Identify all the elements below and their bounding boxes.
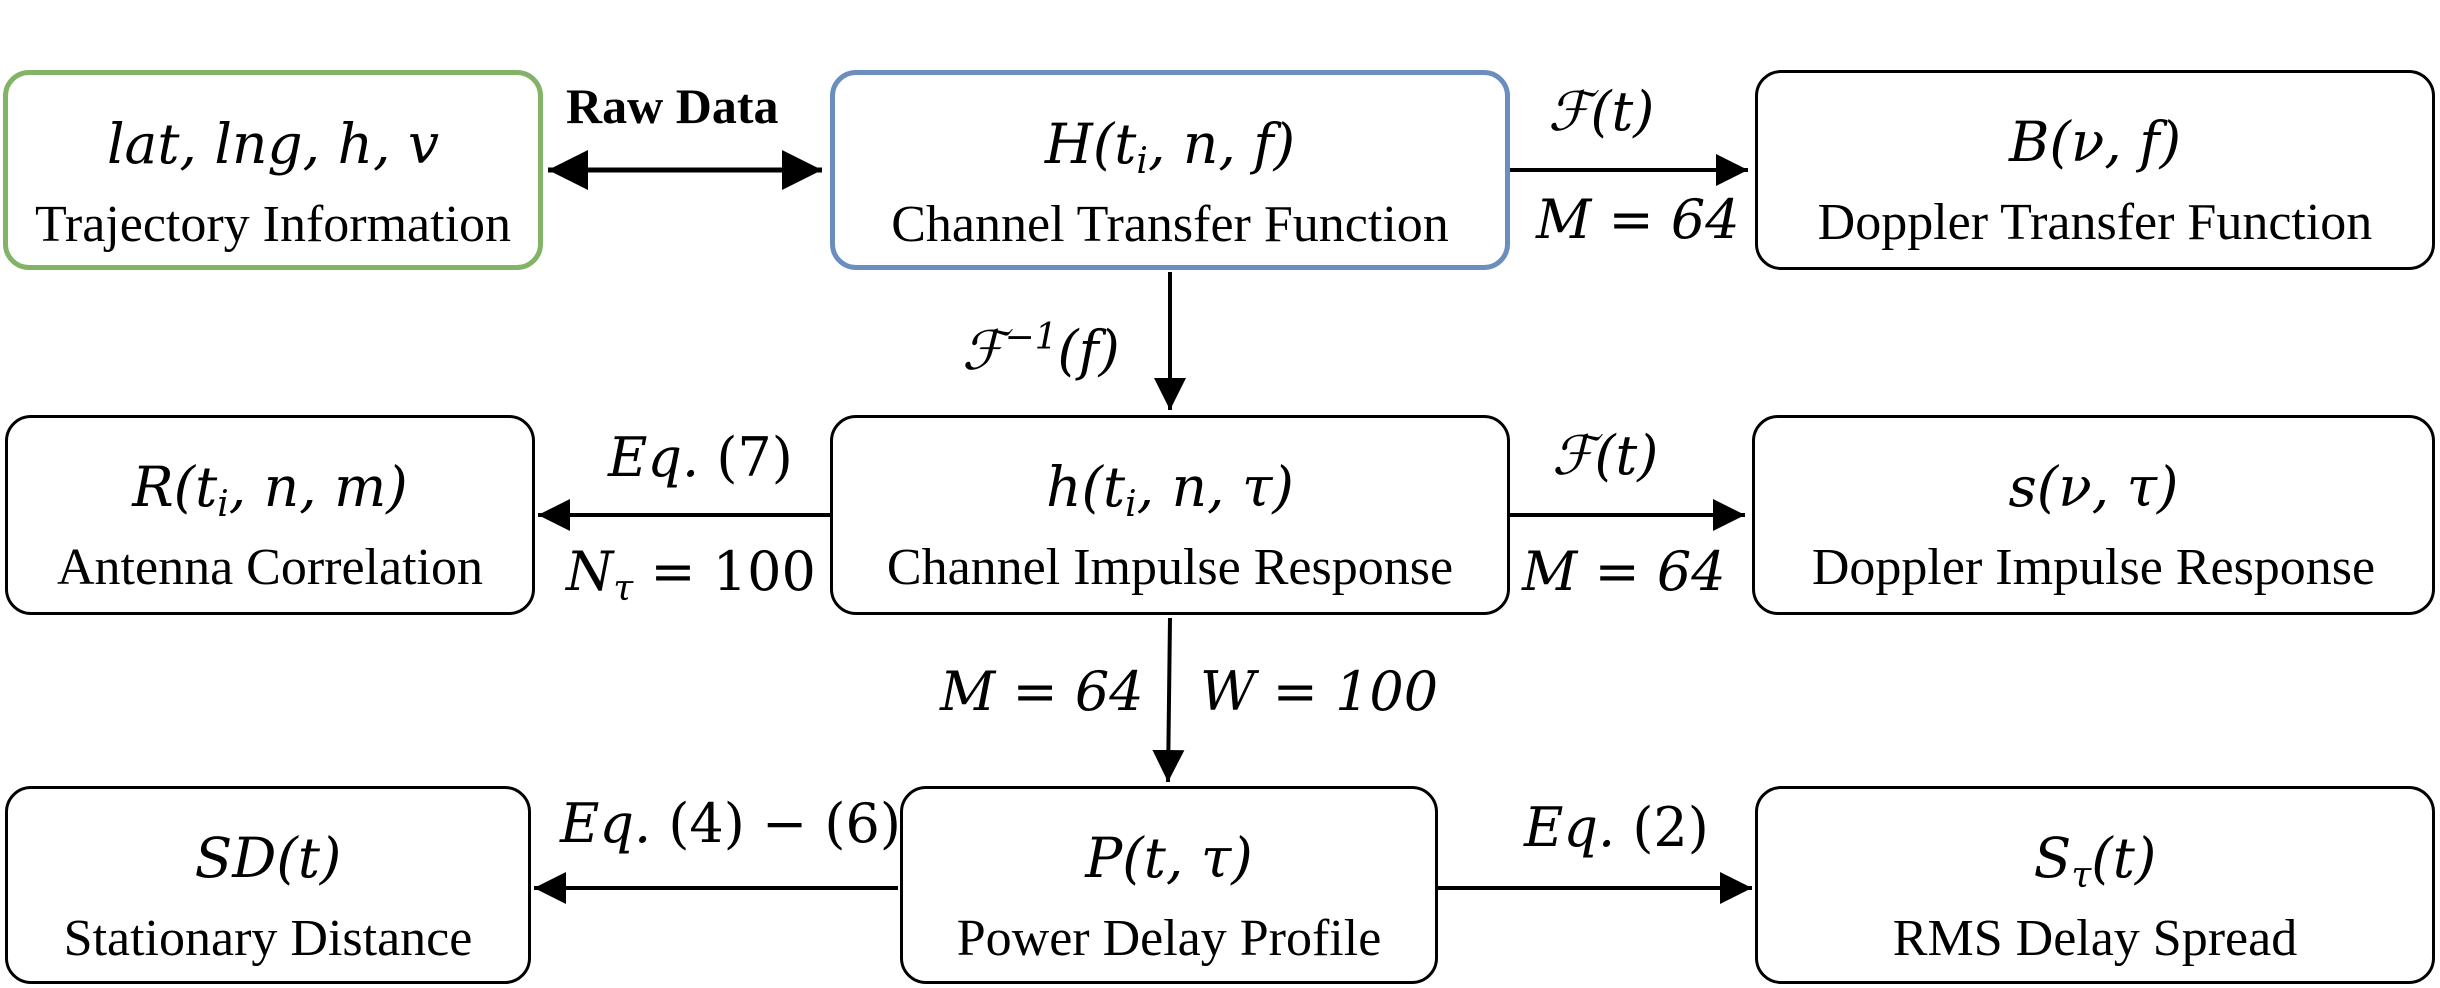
pdp-sd-eq-label: Eq. (4) − (6) (560, 792, 901, 855)
rms-symbol: Sτ(t) (2033, 826, 2157, 896)
ctf-dtf-m-label: M = 64 (1536, 188, 1740, 251)
ctf-cir-inverse-transform-label: ℱ−1(f) (962, 317, 1120, 382)
doppler-transfer-function-node: B(ν, f) Doppler Transfer Function (1755, 70, 2435, 270)
stationary-distance-node: SD(t) Stationary Distance (5, 786, 531, 984)
pdp-symbol: P(t, τ) (1085, 826, 1253, 890)
cir-pdp-m-label: M = 64 (940, 660, 1144, 723)
trajectory-symbol: lat, lng, h, v (106, 112, 440, 176)
cir-dir-transform-label: ℱ(t) (1552, 424, 1659, 487)
cir-antenna-eq-label: Eq. (7) (608, 426, 793, 489)
ctf-label: Channel Transfer Function (891, 196, 1449, 253)
channel-impulse-response-node: h(ti, n, τ) Channel Impulse Response (830, 415, 1510, 615)
power-delay-profile-node: P(t, τ) Power Delay Profile (900, 786, 1438, 984)
pdp-label: Power Delay Profile (956, 910, 1382, 967)
dir-symbol: s(ν, τ) (2008, 455, 2179, 519)
cir-dir-m-label: M = 64 (1522, 540, 1726, 603)
dtf-symbol: B(ν, f) (2008, 110, 2182, 174)
channel-transfer-function-node: H(ti, n, f) Channel Transfer Function (830, 70, 1510, 270)
cir-symbol: h(ti, n, τ) (1046, 455, 1294, 525)
pdp-rms-eq-label: Eq. (2) (1524, 796, 1709, 859)
dtf-label: Doppler Transfer Function (1817, 194, 2373, 251)
dir-label: Doppler Impulse Response (1811, 539, 2376, 596)
antenna-label: Antenna Correlation (57, 539, 483, 596)
cir-label: Channel Impulse Response (886, 539, 1454, 596)
cir-pdp-w-label: W = 100 (1200, 660, 1439, 723)
rms-delay-spread-node: Sτ(t) RMS Delay Spread (1755, 786, 2435, 984)
sd-symbol: SD(t) (194, 826, 342, 890)
sd-label: Stationary Distance (63, 910, 473, 967)
antenna-symbol: R(ti, n, m) (132, 455, 408, 525)
cir-antenna-n-label: Nτ = 100 (566, 540, 816, 609)
doppler-impulse-response-node: s(ν, τ) Doppler Impulse Response (1752, 415, 2435, 615)
trajectory-node: lat, lng, h, v Trajectory Information (3, 70, 543, 270)
arrow-cir-to-pdp (1152, 617, 1185, 783)
trajectory-label: Trajectory Information (34, 196, 512, 253)
rms-label: RMS Delay Spread (1892, 910, 2298, 967)
raw-data-label: Raw Data (566, 78, 779, 134)
antenna-correlation-node: R(ti, n, m) Antenna Correlation (5, 415, 535, 615)
ctf-dtf-transform-label: ℱ(t) (1548, 80, 1655, 143)
ctf-symbol: H(ti, n, f) (1044, 112, 1296, 182)
